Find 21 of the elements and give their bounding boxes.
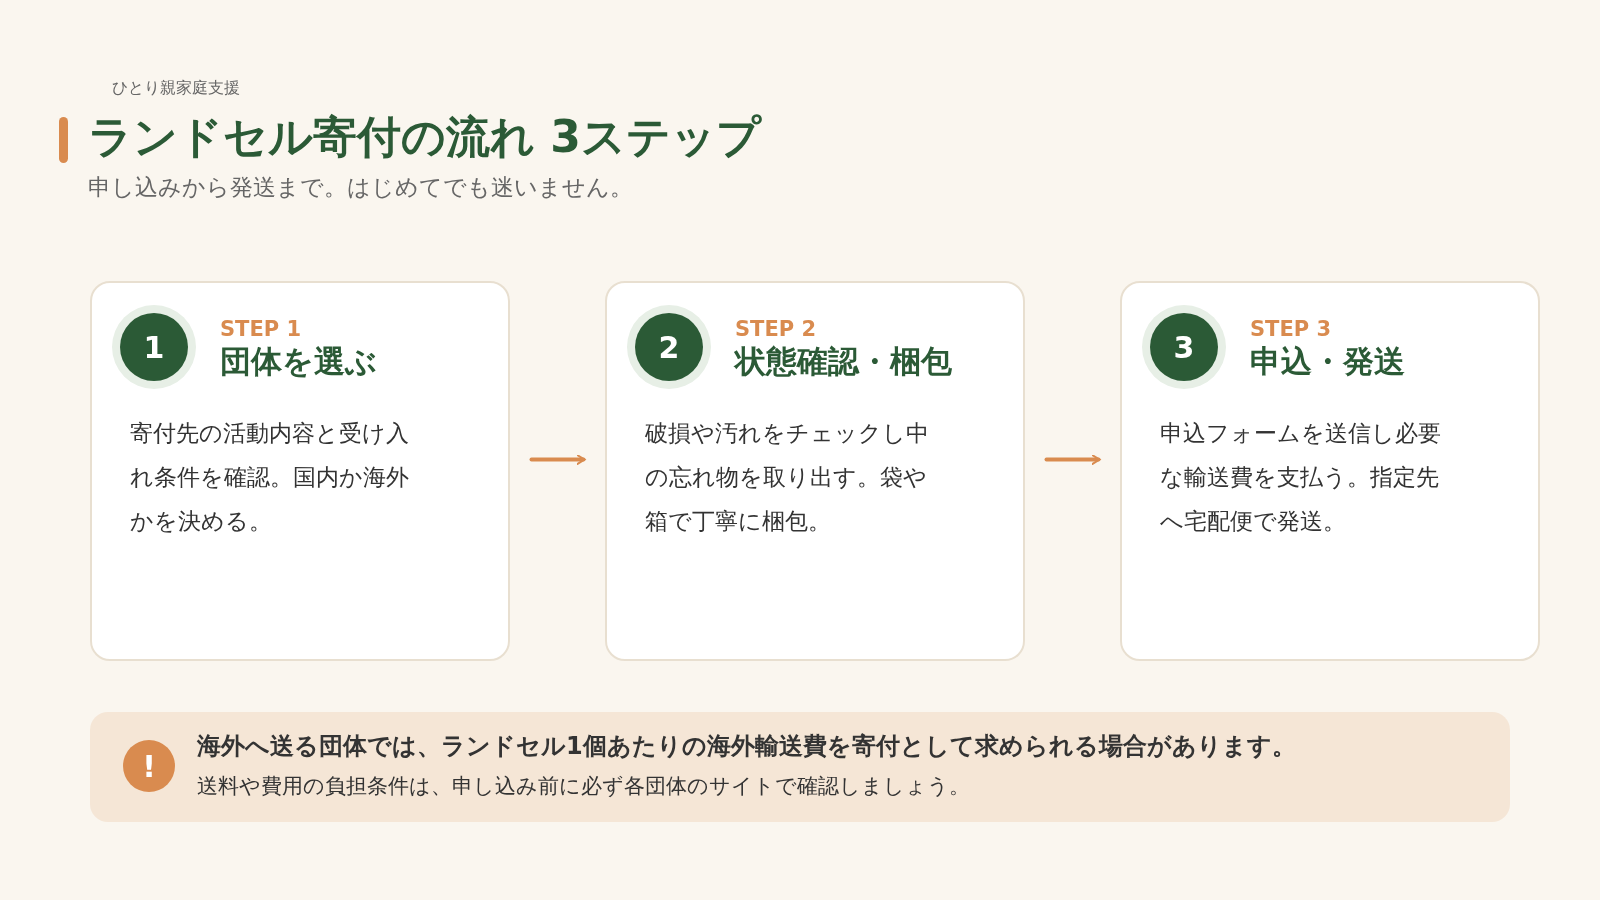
notice-panel bbox=[90, 712, 1510, 822]
arrow bbox=[529, 453, 586, 466]
step-card bbox=[1120, 281, 1540, 661]
notice-text: 送料や費用の負担条件は、申し込み前に必ず各団体のサイトで確認しましょう。 bbox=[197, 773, 970, 800]
title: ランドセル寄付の流れ 3ステップ bbox=[88, 110, 761, 164]
step-heading: 状態確認・梱包 bbox=[735, 342, 952, 381]
step-card bbox=[605, 281, 1025, 661]
arrow bbox=[1044, 453, 1101, 466]
step-label: STEP 2 bbox=[735, 317, 817, 341]
notice-text: 海外へ送る団体では、ランドセル1個あたりの海外輸送費を寄付として求められる場合があります。 bbox=[197, 731, 1296, 762]
step-description: 申込フォームを送信し必要な輸送費を支払う。指定先へ宅配便で発送。 bbox=[1160, 419, 1442, 536]
step-label: STEP 1 bbox=[220, 317, 302, 341]
warning-icon: ! bbox=[123, 740, 175, 792]
step-heading: 団体を選ぶ bbox=[220, 342, 377, 381]
subtitle-text: 申し込みから発送まで。はじめてでも迷いません。 bbox=[88, 173, 633, 202]
step-label: STEP 3 bbox=[1250, 317, 1332, 341]
step-description: 寄付先の活動内容と受け入れ条件を確認。国内か海外かを決める。 bbox=[130, 419, 410, 536]
step-description: 破損や汚れをチェックし中の忘れ物を取り出す。袋や箱で丁寧に梱包。 bbox=[645, 419, 930, 536]
tagline-text: ひとり親家庭支援 bbox=[112, 78, 240, 99]
step-heading: 申込・発送 bbox=[1250, 342, 1405, 381]
step-card bbox=[90, 281, 510, 661]
